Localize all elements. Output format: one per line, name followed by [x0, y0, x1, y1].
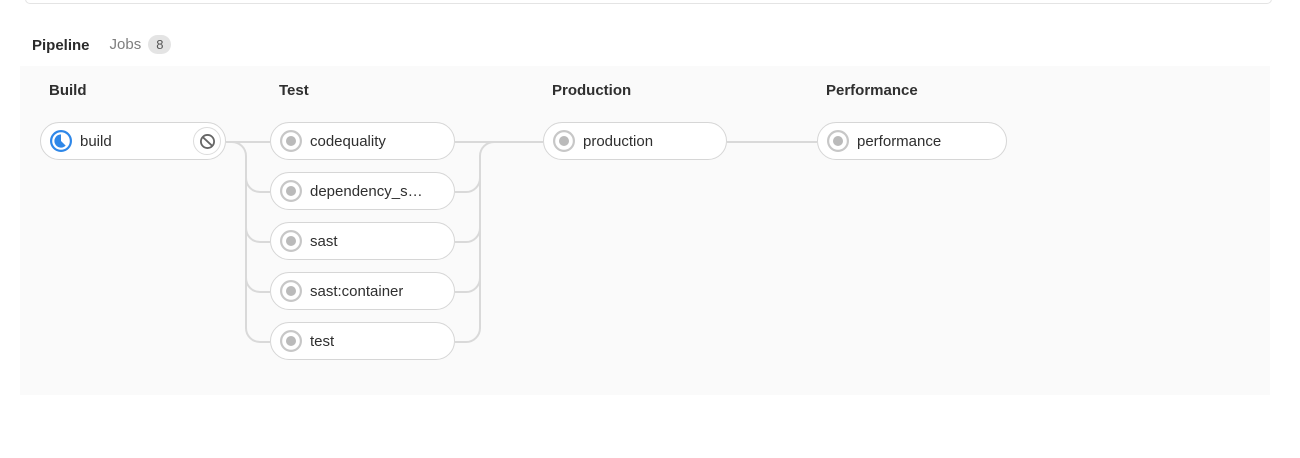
job-pill-sast-container[interactable]: sast:container: [270, 272, 455, 310]
stage-title-build: Build: [49, 82, 87, 99]
stage-column-test: Test codequality dependenc: [270, 82, 455, 360]
cancel-job-button[interactable]: [193, 127, 221, 155]
job-label: build: [80, 132, 112, 150]
job-label: sast:container: [310, 282, 404, 300]
stage-column-performance: Performance performance: [817, 82, 1007, 160]
stage-title-performance: Performance: [826, 82, 918, 99]
tab-pipeline-label: Pipeline: [32, 37, 90, 54]
job-pill-codequality[interactable]: codequality: [270, 122, 455, 160]
status-created-icon: [827, 130, 849, 152]
job-label: dependency_s…: [310, 182, 423, 200]
stage-title-test: Test: [279, 82, 309, 99]
pipeline-tab-bar: Pipeline Jobs 8: [22, 26, 1270, 69]
tab-pipeline[interactable]: Pipeline: [22, 28, 100, 69]
status-created-icon: [280, 130, 302, 152]
ban-icon: [199, 133, 216, 150]
job-pill-test[interactable]: test: [270, 322, 455, 360]
tab-jobs-label: Jobs: [109, 36, 142, 53]
status-created-icon: [553, 130, 575, 152]
job-label: test: [310, 332, 335, 350]
stage-column-production: Production production: [543, 82, 727, 160]
stage-title-production: Production: [552, 82, 632, 99]
job-pill-sast[interactable]: sast: [270, 222, 455, 260]
jobs-count-badge: 8: [148, 35, 172, 54]
status-created-icon: [280, 180, 302, 202]
job-label: production: [583, 132, 654, 150]
status-created-icon: [280, 330, 302, 352]
tab-jobs[interactable]: Jobs 8: [100, 26, 182, 67]
status-running-icon: [50, 130, 72, 152]
pipeline-graph: Build build: [20, 66, 1270, 395]
header-card-bottom-edge: [25, 0, 1272, 4]
stage-connector-lines: [226, 141, 817, 343]
job-label: sast: [310, 232, 338, 250]
status-created-icon: [280, 280, 302, 302]
job-pill-production[interactable]: production: [543, 122, 727, 160]
stage-column-build: Build build: [40, 82, 226, 160]
job-pill-performance[interactable]: performance: [817, 122, 1007, 160]
job-label: performance: [857, 132, 942, 150]
job-pill-build[interactable]: build: [40, 122, 226, 160]
status-created-icon: [280, 230, 302, 252]
job-label: codequality: [310, 132, 386, 150]
job-pill-dependency-scanning[interactable]: dependency_s…: [270, 172, 455, 210]
